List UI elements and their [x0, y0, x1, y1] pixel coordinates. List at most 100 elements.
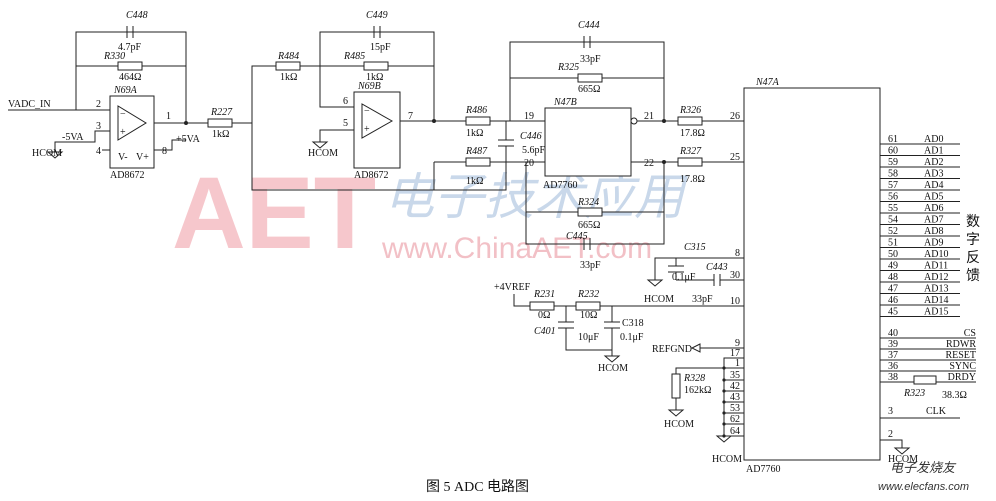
stage1-vpos-label: V+ [136, 152, 149, 163]
chip-data-pin-name: AD4 [924, 180, 943, 191]
chip-data-pin-number: 57 [888, 180, 898, 191]
net-hcom-4: HCOM [598, 363, 628, 374]
r227-val: 1kΩ [212, 129, 229, 140]
chip-data-pin-name: AD10 [924, 249, 948, 260]
c448-ref: C448 [126, 10, 148, 21]
chip-data-pin-name: AD3 [924, 169, 943, 180]
stamp-cn: 电子发烧友 [890, 461, 957, 476]
stage1-opamp: VADC_IN 2 3 -5VA 4 HCOM − + V- V+ N69A A… [8, 10, 201, 181]
chip-data-pin-number: 58 [888, 169, 898, 180]
chip-left-pin: 30 [730, 270, 740, 281]
svg-text:−: − [364, 106, 370, 117]
chip-ctrl-pin-number: 37 [888, 350, 898, 361]
chip-data-pin-number: 61 [888, 134, 898, 145]
r486-val: 1kΩ [466, 128, 483, 139]
c449-ref: C449 [366, 10, 388, 21]
chip-left-pin: 43 [730, 392, 740, 403]
chip-data-pin-name: AD1 [924, 146, 943, 157]
chip-left-pin: 10 [730, 296, 740, 307]
c318-val: 0.1μF [620, 332, 644, 343]
c444-ref: C444 [578, 20, 600, 31]
chip-data-pin-number: 45 [888, 307, 898, 318]
net-vref: +4VREF [494, 282, 531, 293]
stage1-ref: N69A [113, 85, 138, 96]
chip-left-pin: 35 [730, 370, 740, 381]
stage1-part: AD8672 [110, 170, 144, 181]
stage3-part: AD7760 [543, 180, 577, 191]
chip-data-pin-number: 49 [888, 261, 898, 272]
reference-network: HCOM C315 0.1μF C443 33pF +4VREF R231 0Ω… [494, 242, 744, 465]
chip-data-pin-number: 48 [888, 272, 898, 283]
chip-left-pin: 64 [730, 426, 740, 437]
c443-val: 33pF [692, 294, 713, 305]
r487-val: 1kΩ [466, 176, 483, 187]
r485-ref: R485 [343, 51, 365, 62]
chip-data-pin-number: 59 [888, 157, 898, 168]
r484-ref: R484 [277, 51, 299, 62]
ground-symbol [46, 151, 64, 159]
watermark-url: www.ChinaAET.com [381, 232, 652, 265]
ground-symbol [311, 141, 329, 149]
side-label-1: 字 [966, 232, 980, 248]
chip-data-pin-name: AD6 [924, 203, 943, 214]
chip-data-pin-name: AD8 [924, 226, 943, 237]
pin-stage1-out: 1 [166, 111, 171, 122]
chip-data-pin-name: AD11 [924, 261, 948, 272]
c446-val: 5.6pF [522, 145, 546, 156]
r227: R227 1kΩ [186, 107, 252, 140]
opamp-triangle [117, 105, 147, 141]
ground-symbol [646, 279, 664, 287]
pin-stage2-out: 7 [408, 111, 413, 122]
c443-ref: C443 [706, 262, 728, 273]
stage2-part: AD8672 [354, 170, 388, 181]
pin-stage1-vpos: 8 [162, 146, 167, 157]
chip-data-pin-number: 60 [888, 146, 898, 157]
watermark: AET 电子技术应用 www.ChinaAET.com [172, 156, 688, 270]
c401-val: 10μF [578, 332, 599, 343]
pin-stage1-noninv: 3 [96, 121, 101, 132]
pin-stage3-out-n: 22 [644, 158, 654, 169]
net-hcom-2: HCOM [308, 148, 338, 159]
chip-data-pin-name: AD5 [924, 192, 943, 203]
stamp-url: www.elecfans.com [878, 481, 969, 493]
r325-ref: R325 [557, 62, 579, 73]
chip-data-pin-name: AD15 [924, 307, 948, 318]
ground-symbol [893, 447, 911, 455]
chip-data-pin-name: AD9 [924, 238, 943, 249]
stage3-body [544, 107, 632, 177]
r487-ref: R487 [465, 146, 488, 157]
r330-ref: R330 [103, 51, 125, 62]
net-vadc-in: VADC_IN [8, 99, 51, 110]
chip-ctrl-pin-name: CS [964, 328, 976, 339]
pin-stage1-inv: 2 [96, 99, 101, 110]
net-refgnd: REFGND [652, 344, 692, 355]
r327-val: 17.8Ω [680, 174, 705, 185]
chip-data-pin-name: AD13 [924, 284, 948, 295]
chip-data-pin-number: 46 [888, 295, 898, 306]
net-hcom: HCOM [32, 148, 62, 159]
chip-left-pin: 1 [735, 358, 740, 369]
pin-stage2-noninv: 5 [343, 118, 348, 129]
chip-ctrl-pin-number: 39 [888, 339, 898, 350]
pin-clk-name: CLK [926, 406, 947, 417]
chip-ctrl-pin-number: 40 [888, 328, 898, 339]
pin-stage3-in-n: 20 [524, 158, 534, 169]
watermark-cn: 电子技术应用 [384, 168, 688, 226]
input-resistors: R486 1kΩ R487 1kΩ C446 5.6pF [433, 105, 546, 190]
c444-val: 33pF [580, 54, 601, 65]
r485-val: 1kΩ [366, 72, 383, 83]
chip-left-pin: 26 [730, 111, 740, 122]
c449-val: 15pF [370, 42, 391, 53]
r231-ref: R231 [533, 289, 555, 300]
r232-ref: R232 [577, 289, 599, 300]
chip-data-pin-number: 56 [888, 192, 898, 203]
chip-data-pin-number: 55 [888, 203, 898, 214]
chip-data-pin-number: 47 [888, 284, 898, 295]
c448-val: 4.7pF [118, 42, 142, 53]
chip-data-pin-name: AD12 [924, 272, 948, 283]
c401-ref: C401 [534, 326, 556, 337]
r327-ref: R327 [679, 146, 702, 157]
r328-ref: R328 [683, 373, 705, 384]
chip-data-pin-name: AD2 [924, 157, 943, 168]
